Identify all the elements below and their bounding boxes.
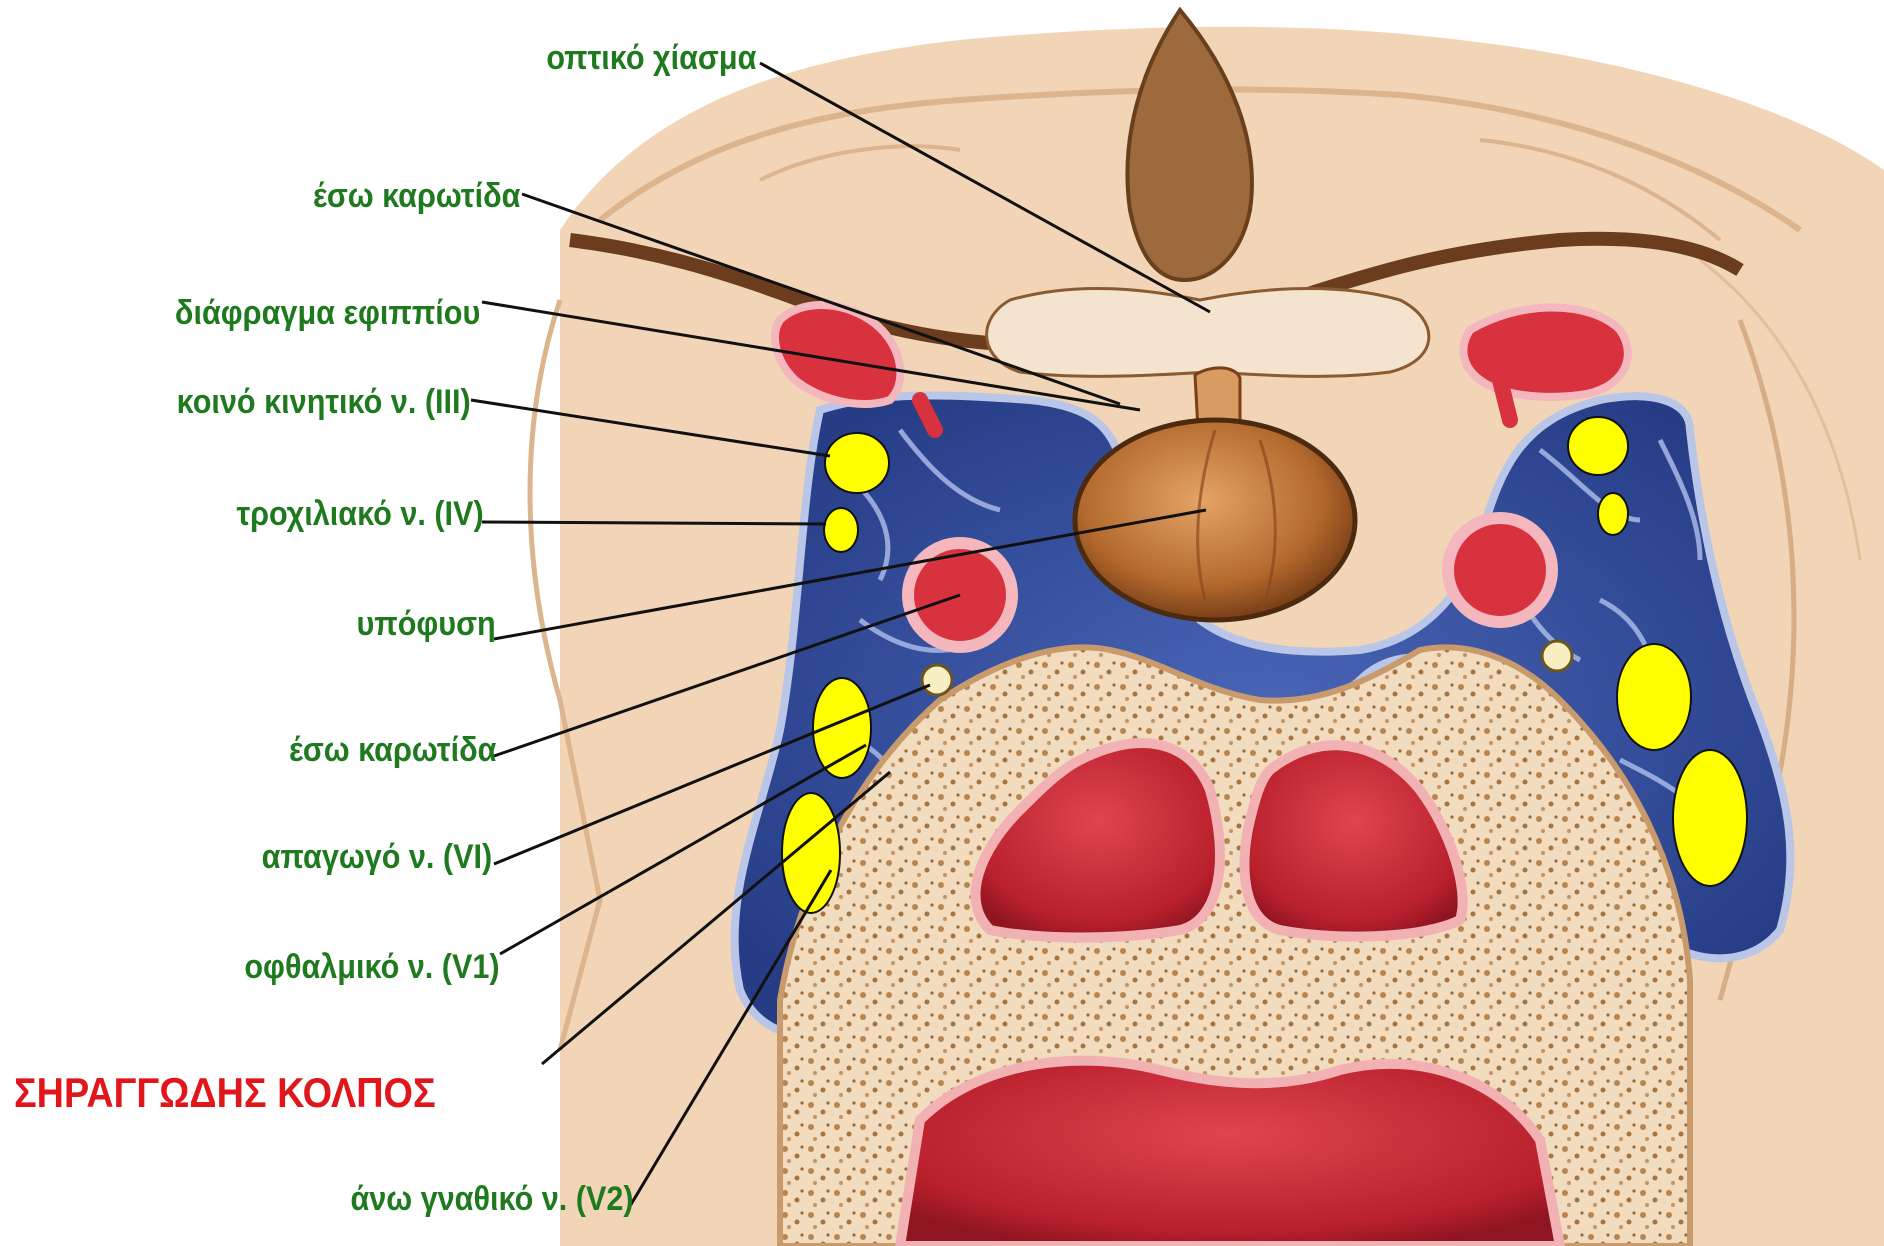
label-oculomotor-nerve: κοινό κινητικό ν. (III) bbox=[177, 385, 471, 419]
title-cavernous-sinus: ΣΗΡΑΓΓΩΔΗΣ ΚΟΛΠΟΣ bbox=[14, 1072, 436, 1114]
ophthalmic-nerve-marker-right bbox=[1617, 644, 1691, 750]
label-abducens-nerve: απαγωγό ν. (VI) bbox=[261, 840, 492, 874]
label-ophthalmic-nerve: οφθαλμικό ν. (V1) bbox=[245, 950, 500, 984]
oculomotor-nerve-marker-left bbox=[825, 433, 889, 493]
label-pituitary: υπόφυση bbox=[357, 607, 496, 641]
trochlear-nerve-marker-left bbox=[824, 508, 858, 552]
label-internal-carotid-top: έσω καρωτίδα bbox=[313, 179, 520, 213]
internal-carotid-artery-cavernous-right bbox=[1448, 518, 1552, 622]
label-diaphragma-sellae: διάφραγμα εφιππίου bbox=[175, 296, 480, 330]
maxillary-nerve-marker-left bbox=[782, 793, 840, 913]
label-maxillary-nerve: άνω γναθικό ν. (V2) bbox=[351, 1182, 634, 1216]
leader-trochlear bbox=[482, 522, 826, 524]
label-optic-chiasm: οπτικό χίασμα bbox=[546, 41, 756, 75]
maxillary-nerve-marker-right bbox=[1673, 750, 1747, 886]
optic-chiasm bbox=[987, 288, 1429, 376]
label-internal-carotid-bottom: έσω καρωτίδα bbox=[289, 733, 496, 767]
abducens-nerve-right bbox=[1542, 641, 1572, 671]
pituitary-gland bbox=[1075, 420, 1355, 620]
oculomotor-nerve-marker-right bbox=[1568, 417, 1628, 475]
trochlear-nerve-marker-right bbox=[1598, 493, 1628, 535]
label-trochlear-nerve: τροχιλιακό ν. (IV) bbox=[237, 497, 484, 531]
abducens-nerve-left bbox=[922, 665, 952, 695]
nasal-cavity bbox=[900, 1061, 1560, 1246]
